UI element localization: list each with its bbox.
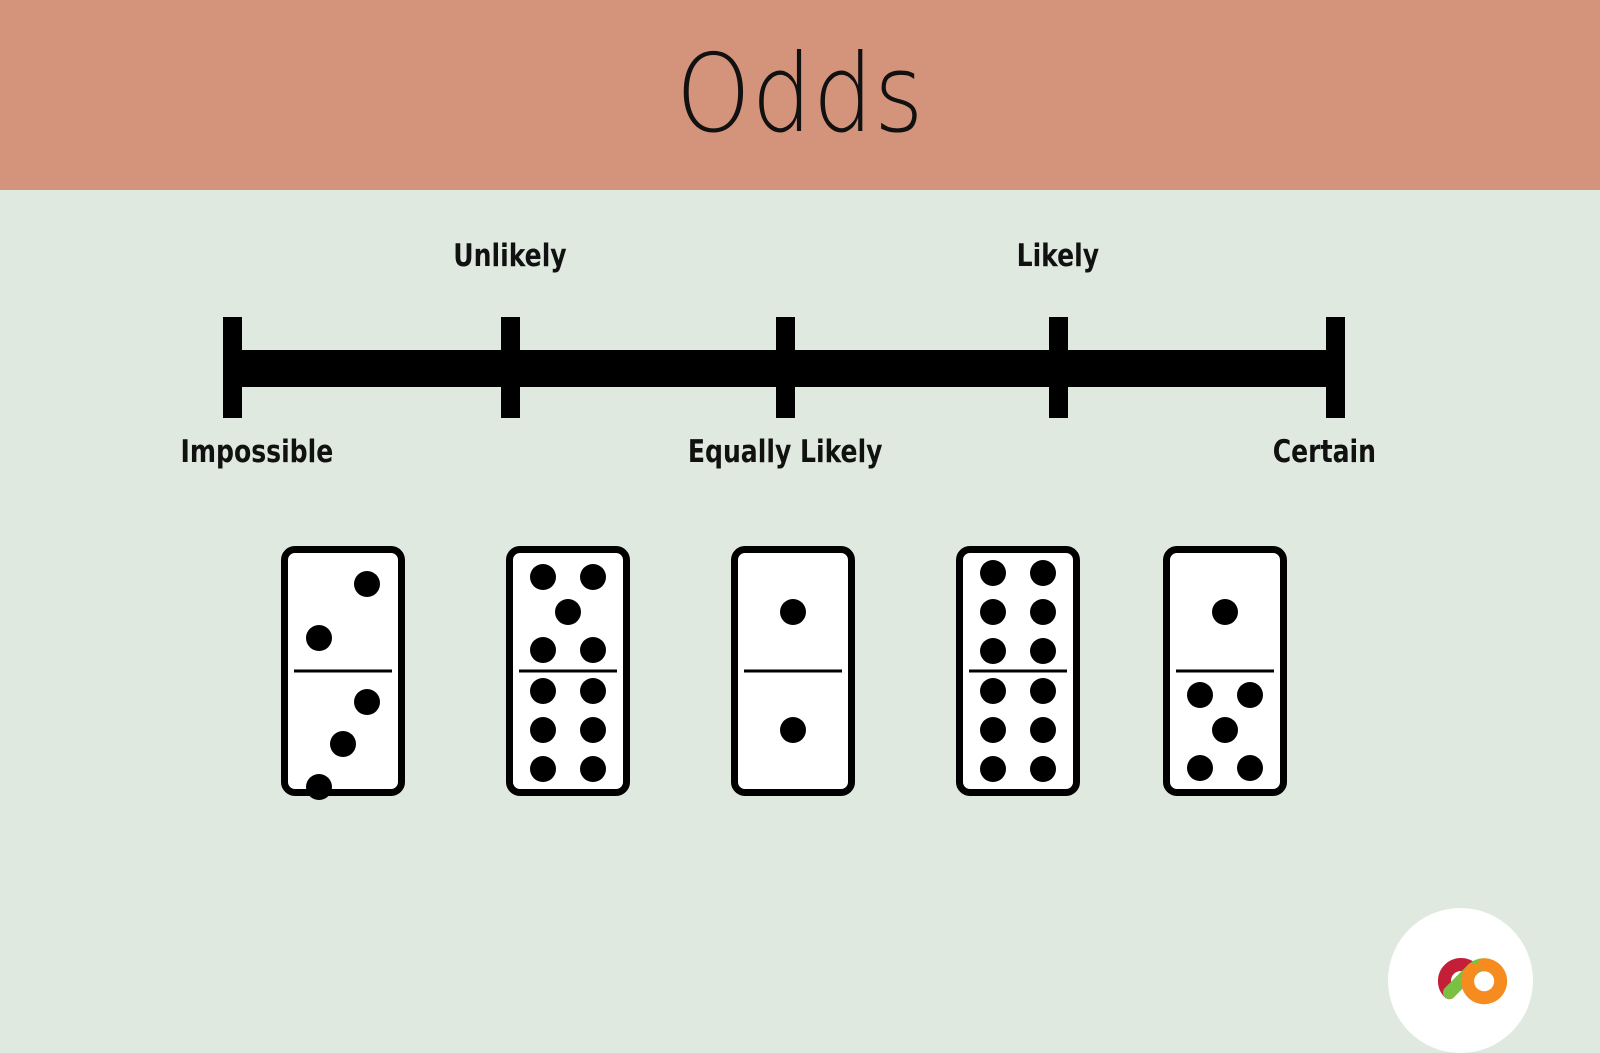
domino-6-6-bottom-half: [963, 671, 1073, 789]
domino-2-3-top-half: [288, 553, 398, 671]
pip: [1030, 560, 1057, 587]
pip: [1212, 599, 1238, 625]
infinity-logo: [1388, 908, 1533, 1053]
header-banner: Odds: [0, 0, 1600, 190]
pip: [1186, 681, 1213, 708]
pip: [305, 624, 332, 651]
domino-2-3: [281, 546, 405, 800]
domino-1-5-bottom-half: [1170, 671, 1280, 789]
infinity-logo-icon: [1437, 957, 1507, 1004]
pip: [580, 755, 607, 782]
domino-6-6-divider: [969, 669, 1067, 673]
pip: [354, 570, 381, 597]
domino-2-3-divider: [294, 669, 392, 673]
domino-5-6-top-half: [513, 553, 623, 671]
domino-1-5-divider: [1176, 669, 1274, 673]
number-line-label-certain: Certain: [1272, 434, 1376, 470]
domino-1-1-bottom-half: [738, 671, 848, 789]
pip: [979, 755, 1006, 782]
number-line-tick-1: [501, 317, 520, 418]
domino-1-1-top-half: [738, 553, 848, 671]
pip: [1186, 754, 1213, 781]
pip: [979, 599, 1006, 625]
number-line-label-unlikely: Unlikely: [453, 238, 567, 274]
number-line-label-likely: Likely: [1016, 238, 1100, 274]
pip: [1237, 681, 1264, 708]
pip: [979, 637, 1006, 664]
pip: [529, 678, 556, 705]
pip: [979, 560, 1006, 587]
domino-1-5-top-half: [1170, 553, 1280, 671]
pip: [1030, 599, 1057, 625]
domino-1-1-divider: [744, 669, 842, 673]
pip: [305, 773, 332, 800]
domino-6-6: [956, 546, 1080, 796]
pip: [529, 636, 556, 663]
number-line-tick-2: [776, 317, 795, 418]
pip: [580, 563, 607, 590]
pip: [555, 599, 581, 625]
pip: [330, 731, 356, 758]
pip: [1030, 717, 1057, 743]
pip: [580, 678, 607, 705]
pip: [1030, 637, 1057, 664]
domino-6-6-top-half: [963, 553, 1073, 671]
pip: [1030, 678, 1057, 705]
pip: [979, 717, 1006, 743]
number-line-label-impossible: Impossible: [180, 434, 334, 470]
domino-5-6-bottom-half: [513, 671, 623, 789]
domino-5-6-divider: [519, 669, 617, 673]
number-line-tick-3: [1049, 317, 1068, 418]
pip: [580, 636, 607, 663]
pip: [780, 599, 806, 625]
domino-2-3-bottom-half: [288, 671, 398, 800]
number-line-tick-0: [223, 317, 242, 418]
pip: [1030, 755, 1057, 782]
pip: [780, 717, 806, 743]
number-line-tick-4: [1326, 317, 1345, 418]
domino-5-6: [506, 546, 630, 796]
page-title: Odds: [675, 32, 925, 157]
pip: [1237, 754, 1264, 781]
domino-row: [0, 530, 1600, 820]
domino-1-5: [1163, 546, 1287, 796]
pip: [529, 717, 556, 743]
pip: [1212, 717, 1238, 743]
domino-1-1: [731, 546, 855, 796]
number-line-label-equally-likely: Equally Likely: [687, 434, 883, 470]
pip: [580, 717, 607, 743]
pip: [354, 688, 381, 715]
pip: [979, 678, 1006, 705]
pip: [529, 755, 556, 782]
pip: [529, 563, 556, 590]
